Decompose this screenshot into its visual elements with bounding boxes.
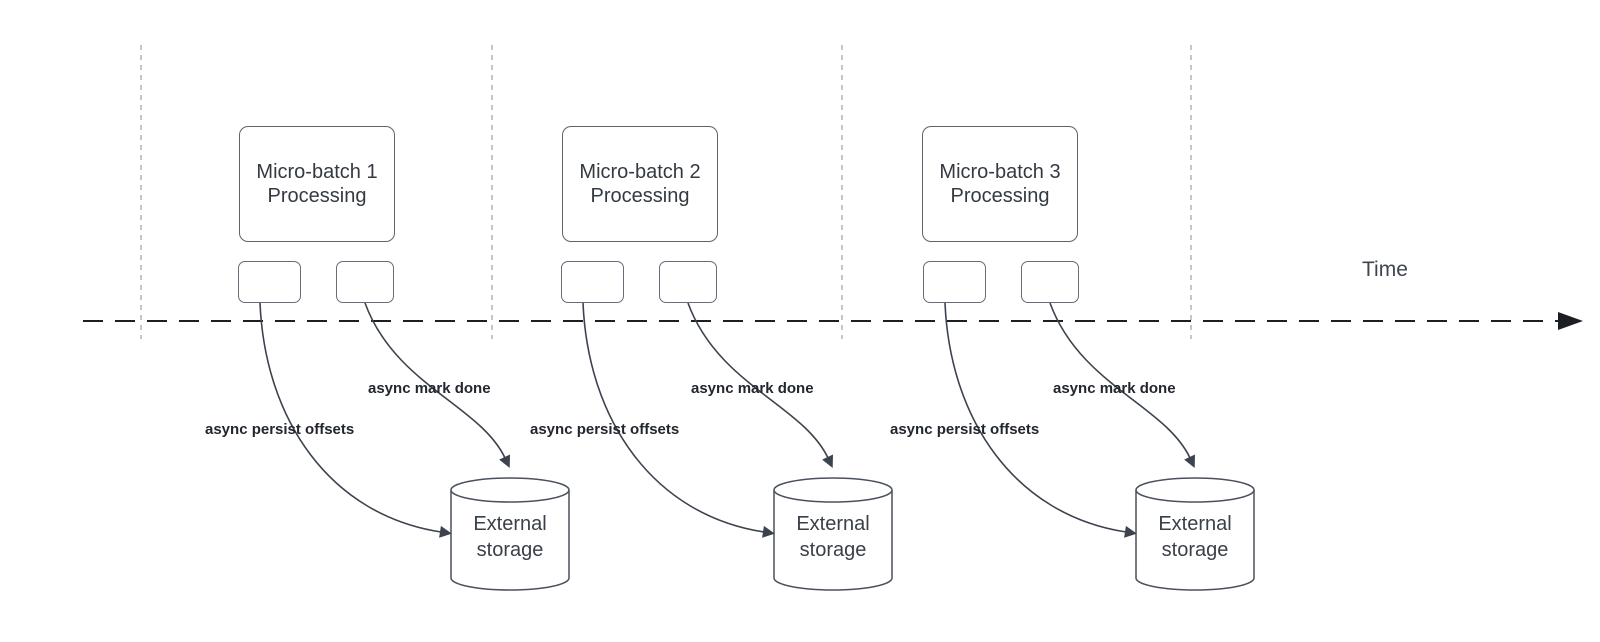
persist-offsets-label: async persist offsets bbox=[205, 421, 355, 438]
persist-offsets-arrow bbox=[259, 302, 452, 538]
external-storage-cylinder bbox=[450, 490, 570, 591]
external-storage-label: External storage bbox=[450, 498, 570, 576]
async-task-box-left bbox=[923, 261, 986, 303]
external-storage-cylinder-top bbox=[1135, 477, 1255, 503]
external-storage-label-line1: External bbox=[1158, 513, 1232, 535]
mark-done-arrow bbox=[364, 302, 510, 468]
micro-batch-group bbox=[259, 302, 570, 591]
time-axis-arrowhead-icon bbox=[1558, 312, 1583, 330]
micro-batch-title-line2: Processing bbox=[950, 185, 1050, 207]
micro-batch-group bbox=[582, 302, 893, 591]
external-storage-cylinder-top bbox=[773, 477, 893, 503]
micro-batch-box: Micro-batch 3 Processing bbox=[922, 126, 1078, 242]
mark-done-arrow bbox=[1049, 302, 1195, 468]
external-storage-cylinder bbox=[1135, 490, 1255, 591]
persist-offsets-arrow bbox=[944, 302, 1137, 538]
micro-batch-title-line1: Micro-batch 3 bbox=[939, 161, 1061, 183]
external-storage-label-line1: External bbox=[796, 513, 870, 535]
micro-batch-title-line2: Processing bbox=[590, 185, 690, 207]
external-storage-cylinder-top bbox=[450, 477, 570, 503]
mark-done-label: async mark done bbox=[691, 380, 814, 397]
micro-batch-group bbox=[944, 302, 1255, 591]
external-storage-label-line2: storage bbox=[1161, 539, 1229, 561]
external-storage-label: External storage bbox=[773, 498, 893, 576]
external-storage-label-line2: storage bbox=[476, 539, 544, 561]
micro-batch-title-line1: Micro-batch 1 bbox=[256, 161, 378, 183]
mark-done-arrow bbox=[687, 302, 833, 468]
async-task-box-right bbox=[1021, 261, 1079, 303]
time-label: Time bbox=[1362, 258, 1408, 281]
micro-batch-box: Micro-batch 2 Processing bbox=[562, 126, 718, 242]
micro-batch-box: Micro-batch 1 Processing bbox=[239, 126, 395, 242]
mark-done-label: async mark done bbox=[1053, 380, 1176, 397]
async-task-box-left bbox=[561, 261, 624, 303]
external-storage-cylinder bbox=[773, 490, 893, 591]
async-task-box-right bbox=[336, 261, 394, 303]
mark-done-label: async mark done bbox=[368, 380, 491, 397]
persist-offsets-label: async persist offsets bbox=[890, 421, 1040, 438]
external-storage-label-line1: External bbox=[473, 513, 547, 535]
external-storage-label: External storage bbox=[1135, 498, 1255, 576]
async-task-box-right bbox=[659, 261, 717, 303]
micro-batch-title-line1: Micro-batch 2 bbox=[579, 161, 701, 183]
async-task-box-left bbox=[238, 261, 301, 303]
external-storage-label-line2: storage bbox=[799, 539, 867, 561]
persist-offsets-label: async persist offsets bbox=[530, 421, 680, 438]
micro-batch-title-line2: Processing bbox=[267, 185, 367, 207]
persist-offsets-arrow bbox=[582, 302, 775, 538]
